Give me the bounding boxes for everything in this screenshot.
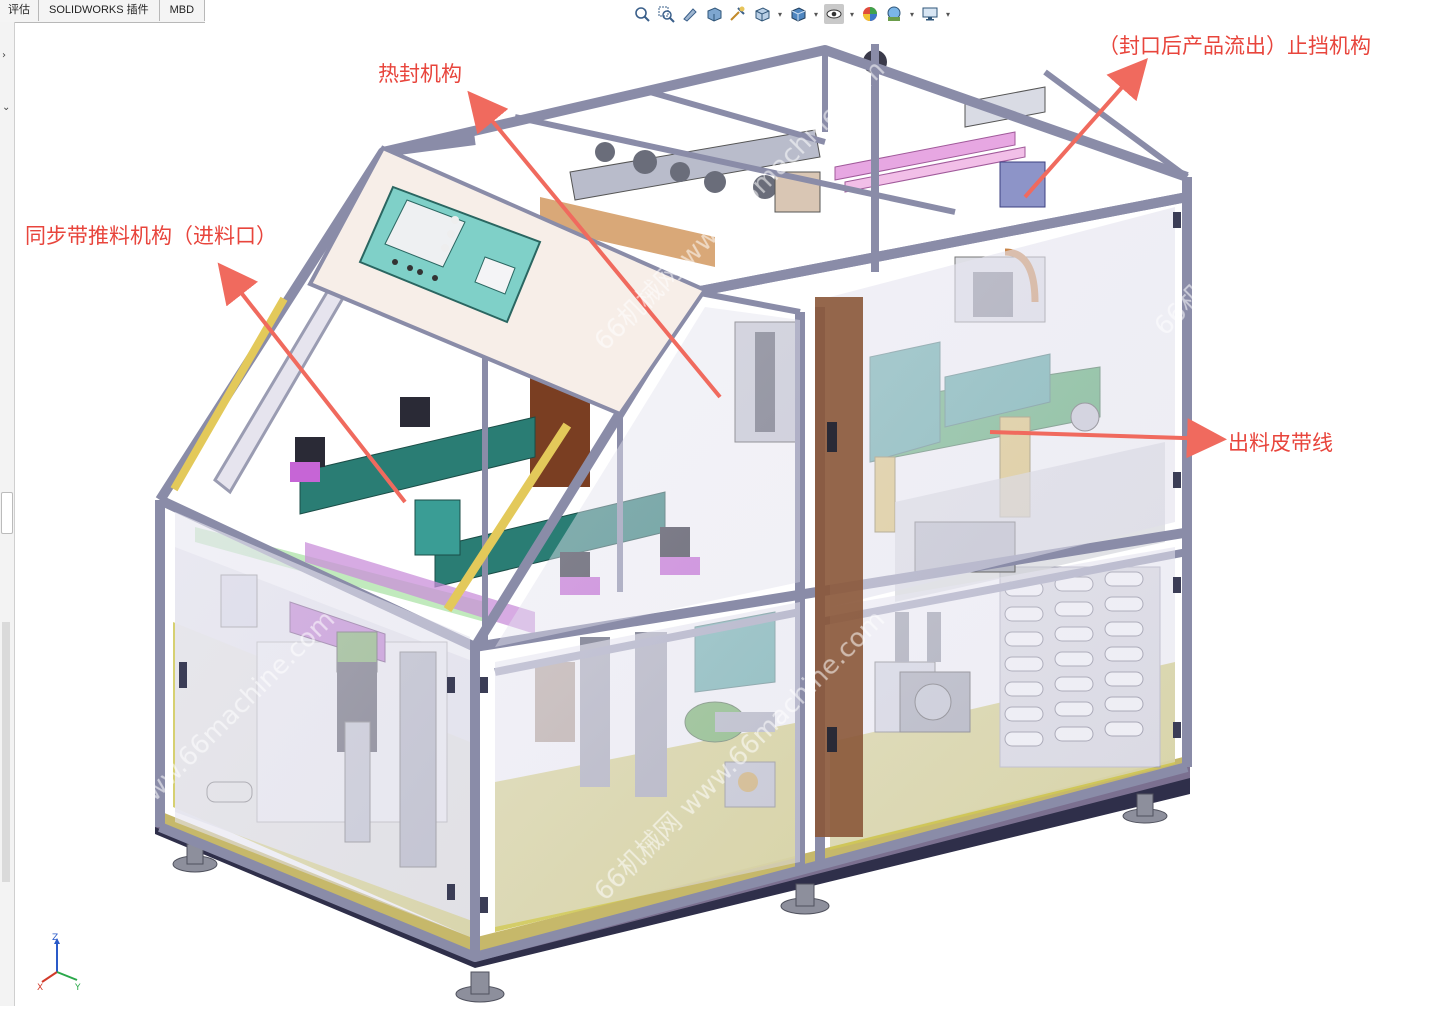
coordinate-triad-icon: Z X Y <box>37 933 81 992</box>
view-settings-dropdown-icon[interactable]: ▾ <box>945 9 950 19</box>
previous-view-icon[interactable] <box>680 4 700 24</box>
glass-guards <box>175 207 1175 937</box>
label-heat-seal: 热封机构 <box>378 62 462 86</box>
command-manager-tabs: 评估 SOLIDWORKS 插件 MBD <box>0 0 206 23</box>
hmi-cover <box>307 145 709 417</box>
view-orientation-icon[interactable] <box>752 4 772 24</box>
triad-x-label: X <box>37 983 43 992</box>
feature-manager-collapsed-strip: › ⌄ <box>0 22 15 1006</box>
tab-mbd[interactable]: MBD <box>160 0 206 21</box>
stopper-mechanism <box>834 50 1046 208</box>
display-style-icon[interactable] <box>788 4 808 24</box>
display-style-dropdown-icon[interactable]: ▾ <box>813 9 818 19</box>
brown-side-plate <box>815 297 863 837</box>
tab-evaluate[interactable]: 评估 <box>0 0 39 21</box>
apply-scene-icon[interactable] <box>884 4 904 24</box>
door-hinges <box>179 212 1181 913</box>
chevron-down-icon[interactable]: ⌄ <box>2 102 11 113</box>
view-settings-icon[interactable] <box>920 4 940 24</box>
hide-show-dropdown-icon[interactable]: ▾ <box>849 9 854 19</box>
heads-up-view-toolbar: ▾ ▾ ▾ ▾ ▾ <box>632 3 952 25</box>
triad-z-label: Z <box>52 933 58 943</box>
section-view-icon[interactable] <box>704 4 724 24</box>
hide-show-icon[interactable] <box>824 4 844 24</box>
label-stopper: （封口后产品流出）止挡机构 <box>1098 34 1371 58</box>
watermark-text: 66机械网 www.66machine.com <box>1149 40 1451 342</box>
leveling-feet <box>172 793 1168 1003</box>
view-orientation-dropdown-icon[interactable]: ▾ <box>777 9 782 19</box>
apply-scene-dropdown-icon[interactable]: ▾ <box>909 9 914 19</box>
panel-resize-handle[interactable] <box>1 492 13 534</box>
label-outfeed: 出料皮带线 <box>1228 431 1333 455</box>
annotation-arrows <box>217 58 1227 504</box>
label-sync-belt: 同步带推料机构（进料口） <box>25 224 277 248</box>
chevron-right-icon[interactable]: › <box>2 50 6 61</box>
scrollbar[interactable] <box>2 622 10 882</box>
graphics-viewport[interactable]: 66机械网 www.66machine.com 66机械网 www.66mach… <box>15 22 1453 1006</box>
tab-solidworks-addins[interactable]: SOLIDWORKS 插件 <box>39 0 160 21</box>
edit-appearance-icon[interactable] <box>860 4 880 24</box>
watermark-text: 66机械网 www.66machine.com <box>1149 595 1451 897</box>
light-curtain-left <box>170 296 288 492</box>
triad-y-label: Y <box>74 983 81 992</box>
zoom-to-area-icon[interactable] <box>656 4 676 24</box>
dynamic-annotation-icon[interactable] <box>728 4 748 24</box>
machine-model-render: 66机械网 www.66machine.com 66机械网 www.66mach… <box>39 40 1451 1003</box>
zoom-to-fit-icon[interactable] <box>632 4 652 24</box>
light-curtain-front <box>443 422 572 612</box>
